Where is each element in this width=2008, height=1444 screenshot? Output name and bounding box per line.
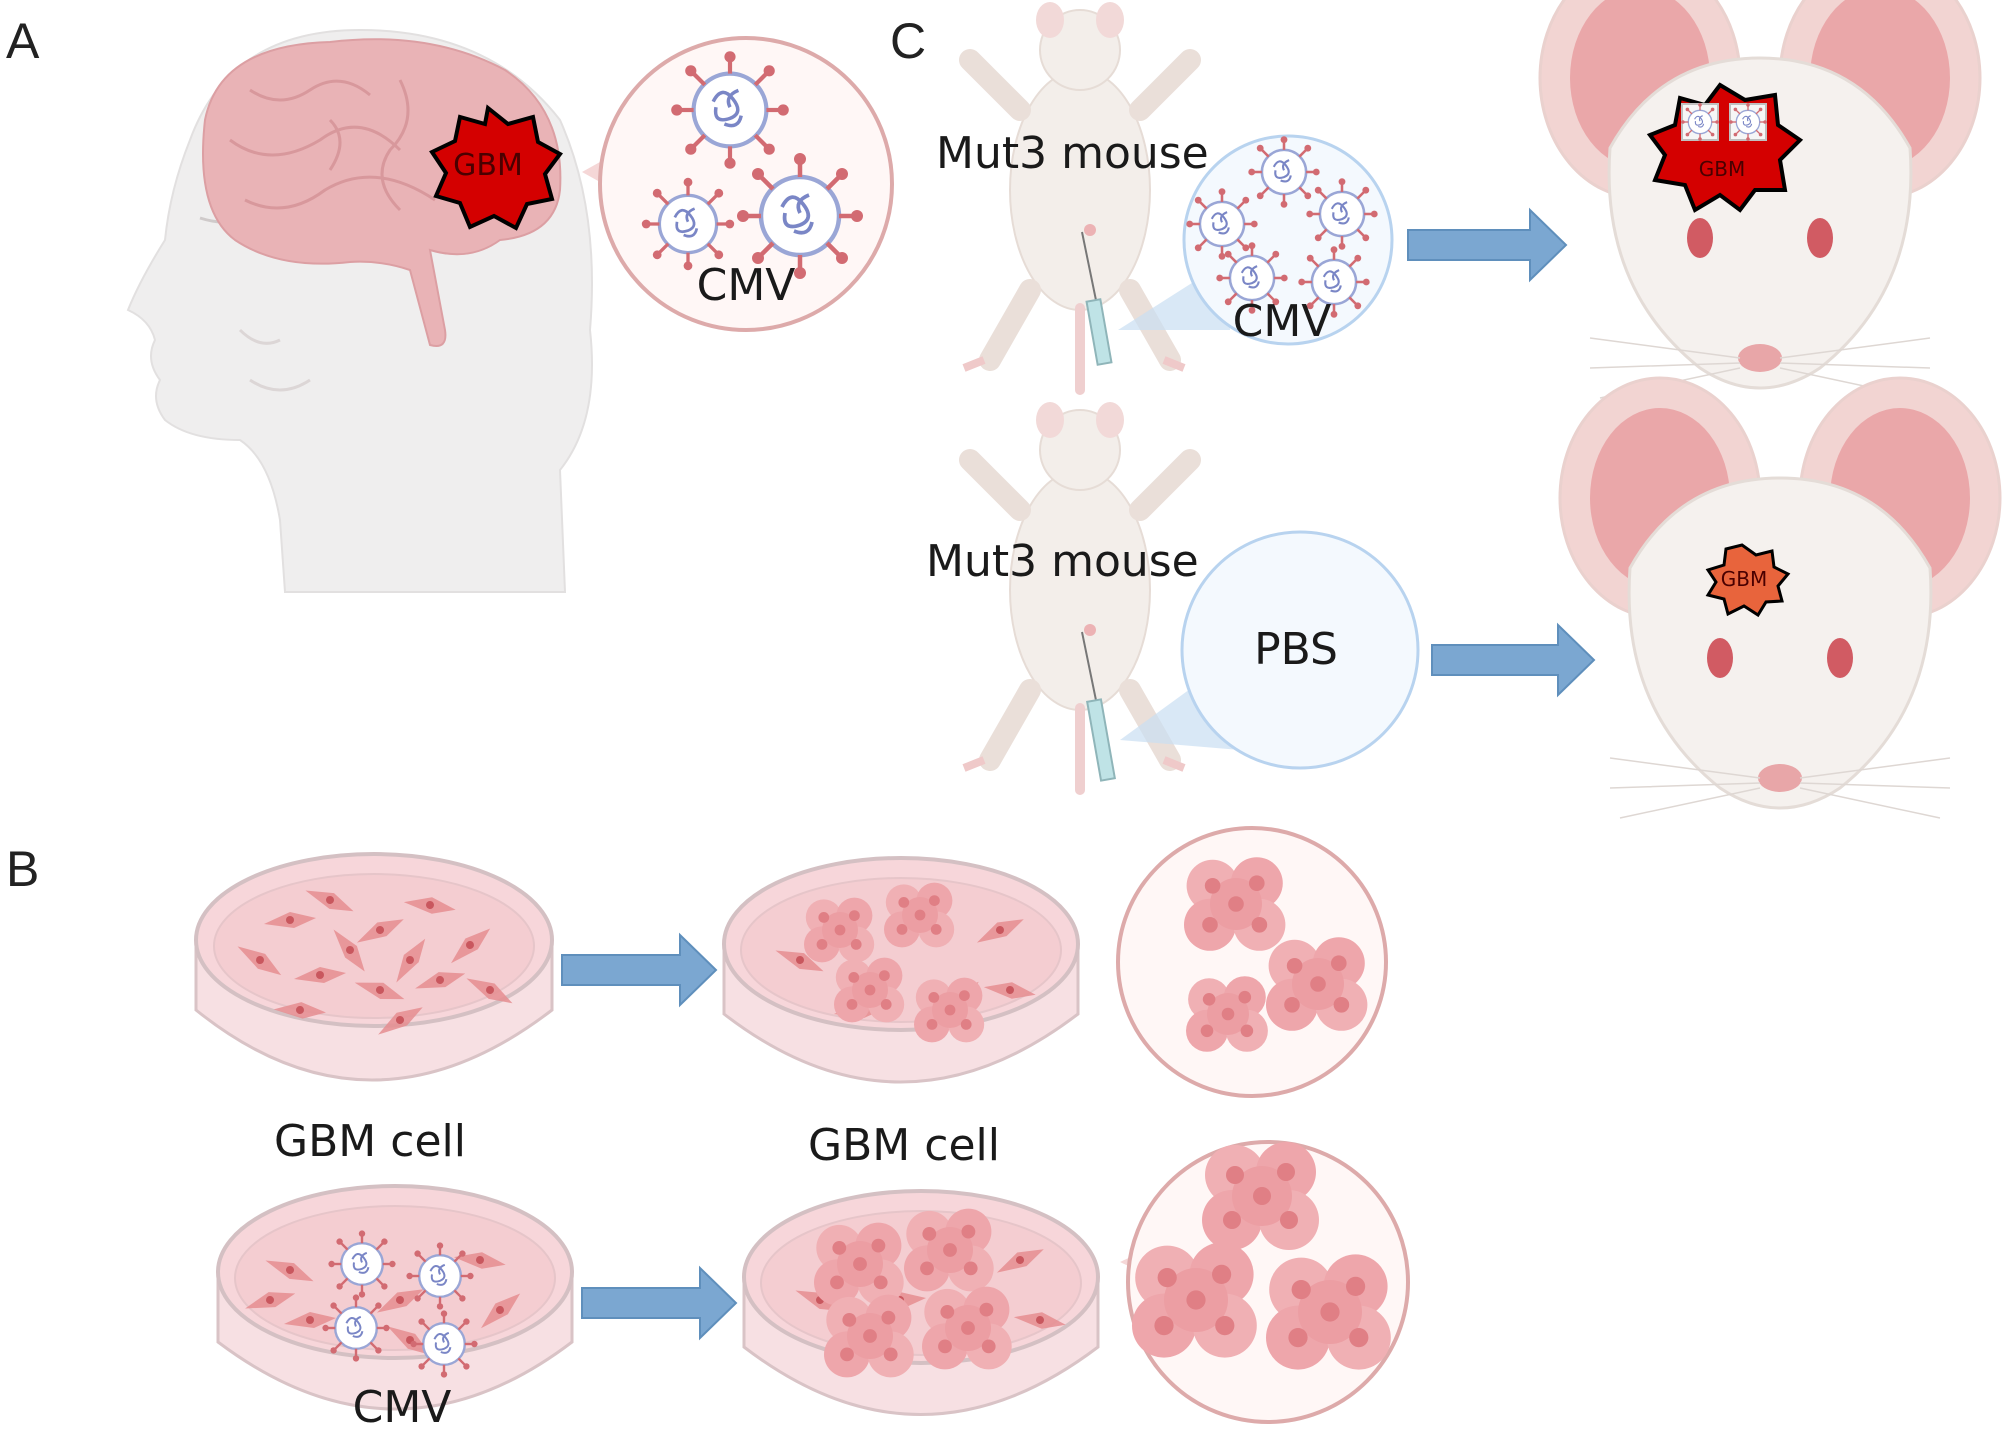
panel-a-letter: A	[6, 13, 40, 69]
petri-dish-cmv-infected	[216, 1184, 574, 1411]
pbs-injection-label: PBS	[1254, 624, 1338, 675]
spheroid-callout-bottom	[1126, 1140, 1410, 1424]
cmv-virus-icon	[1680, 102, 1720, 142]
petri-dish-gbm-cells	[194, 852, 554, 1082]
gbm-tumor-marker: GBM	[429, 104, 563, 231]
mouse-top-label: Mut3 mouse	[936, 128, 1209, 179]
cmv-dish-label: CMV	[353, 1382, 452, 1433]
mouse-body-illustration	[964, 2, 1190, 390]
cmv-virus-icon	[409, 1309, 479, 1379]
syringe-icon	[1081, 231, 1113, 366]
cmv-injection-callout: CMV	[1182, 134, 1394, 347]
gbm-cell-result-label: GBM cell	[808, 1120, 1000, 1171]
petri-dish-cmv-result	[742, 1189, 1100, 1416]
mouse-head-illustration	[1538, 0, 1982, 400]
panel-a: A GBM CMV	[6, 13, 894, 593]
mouse-head-bottom: GBM	[1558, 376, 2002, 820]
cmv-virus-icon	[1305, 177, 1379, 251]
gbm-cell-dish-label: GBM cell	[274, 1116, 466, 1167]
mouse-top-injection: Mut3 mouse CMV	[936, 2, 1394, 390]
syringe-icon	[1081, 631, 1116, 782]
arrow-bottom-c	[1431, 622, 1596, 698]
petri-dish-gbm-result	[722, 856, 1080, 1084]
gbm-tumor-small-marker: GBM	[1705, 543, 1791, 618]
cmv-injection-label: CMV	[1233, 296, 1332, 347]
gbm-tumor-large-marker: GBM	[1646, 82, 1804, 213]
panel-c-letter: C	[890, 13, 926, 69]
spheroid-callout-top	[1116, 826, 1388, 1098]
panel-c: C Mut3 mouse CMV	[890, 0, 2002, 820]
cmv-virus-icon	[405, 1241, 475, 1311]
cmv-virus-icon	[321, 1293, 391, 1363]
gbm-tumor-label: GBM	[1699, 157, 1745, 181]
gbm-tumor-label: GBM	[453, 148, 523, 183]
arrow-bottom-b	[581, 1265, 738, 1341]
mouse-bottom-label: Mut3 mouse	[926, 536, 1199, 587]
mouse-head-top: GBM	[1538, 0, 1982, 400]
mouse-bottom-injection: Mut3 mouse PBS	[926, 402, 1420, 790]
pbs-injection-callout: PBS	[1180, 530, 1420, 770]
cmv-callout-label: CMV	[697, 260, 796, 311]
cmv-virus-icon	[1728, 102, 1768, 142]
cmv-callout: CMV	[598, 36, 894, 332]
cmv-virus-icon	[1185, 187, 1259, 261]
arrow-top-c	[1407, 207, 1568, 283]
panel-b: B GBM cell	[6, 826, 1410, 1433]
cmv-virus-icon	[327, 1229, 397, 1299]
gbm-tumor-label: GBM	[1721, 567, 1767, 591]
arrow-top-b	[561, 932, 718, 1008]
cmv-virus-icon	[671, 51, 789, 169]
brain-illustration	[202, 38, 562, 347]
panel-b-letter: B	[6, 841, 39, 897]
cmv-virus-icon	[640, 176, 736, 272]
cmv-virus-icon	[1247, 135, 1321, 209]
